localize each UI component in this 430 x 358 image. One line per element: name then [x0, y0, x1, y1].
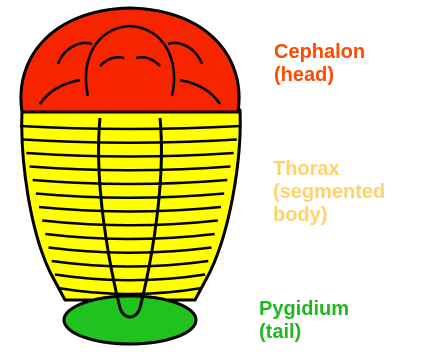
pygidium-region	[64, 296, 196, 344]
pygidium-label: Pygidium (tail)	[259, 298, 349, 344]
cephalon-label: Cephalon (head)	[274, 41, 365, 87]
thorax-region	[22, 110, 240, 300]
thorax-label-line-3: body)	[273, 204, 385, 227]
cephalon-label-line-1: Cephalon	[274, 41, 365, 64]
thorax-label-line-2: (segmented	[273, 181, 385, 204]
pygidium-label-line-1: Pygidium	[259, 298, 349, 321]
thorax-label: Thorax (segmented body)	[273, 158, 385, 227]
thorax-label-line-1: Thorax	[273, 158, 385, 181]
cephalon-label-line-2: (head)	[274, 64, 365, 87]
cephalon-region	[21, 8, 239, 112]
pygidium-label-line-2: (tail)	[259, 321, 349, 344]
